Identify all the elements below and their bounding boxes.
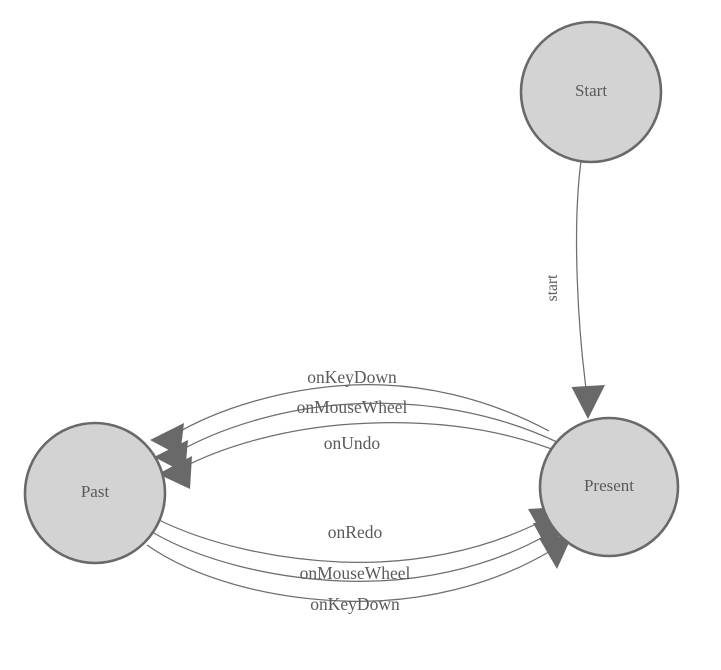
node-past-circle xyxy=(23,421,167,565)
edge-start-to-present[interactable] xyxy=(571,160,606,419)
node-present[interactable]: Present xyxy=(538,416,680,558)
edge-start-to-present-path xyxy=(575,160,588,397)
edge-past-to-present-onkeydown-path xyxy=(146,544,553,602)
edge-label-present-past-onundo: onUndo xyxy=(324,433,381,453)
edge-present-to-past-onundo[interactable] xyxy=(158,422,563,489)
edge-past-to-present-onkeydown-arrowhead xyxy=(539,536,572,569)
edge-label-present-past-onmousewheel: onMouseWheel xyxy=(297,397,408,417)
edge-past-to-present-onkeydown[interactable] xyxy=(146,536,572,602)
node-past-label: Past xyxy=(81,482,110,501)
node-start-label: Start xyxy=(575,81,607,100)
edge-present-to-past-onkeydown-path xyxy=(171,384,550,437)
node-start[interactable]: Start xyxy=(519,20,663,164)
node-present-circle xyxy=(538,416,680,558)
edge-start-to-present-arrowhead xyxy=(571,385,605,419)
edge-label-present-past-onkeydown: onKeyDown xyxy=(307,367,397,387)
edge-present-to-past-onmousewheel-path xyxy=(175,402,558,454)
edge-label-past-present-onredo: onRedo xyxy=(328,522,383,542)
edge-label-start: start xyxy=(544,274,561,301)
edge-present-to-past-onundo-arrowhead xyxy=(158,456,192,489)
edge-past-to-present-onmousewheel-path xyxy=(151,531,546,582)
edge-label-past-present-onmousewheel: onMouseWheel xyxy=(300,563,411,583)
node-start-circle xyxy=(519,20,663,164)
edge-label-past-present-onkeydown: onKeyDown xyxy=(310,594,400,614)
edge-past-to-present-onredo-path xyxy=(156,518,541,563)
node-past[interactable]: Past xyxy=(23,421,167,565)
node-present-label: Present xyxy=(584,476,634,495)
edge-present-to-past-onundo-path xyxy=(179,422,563,470)
